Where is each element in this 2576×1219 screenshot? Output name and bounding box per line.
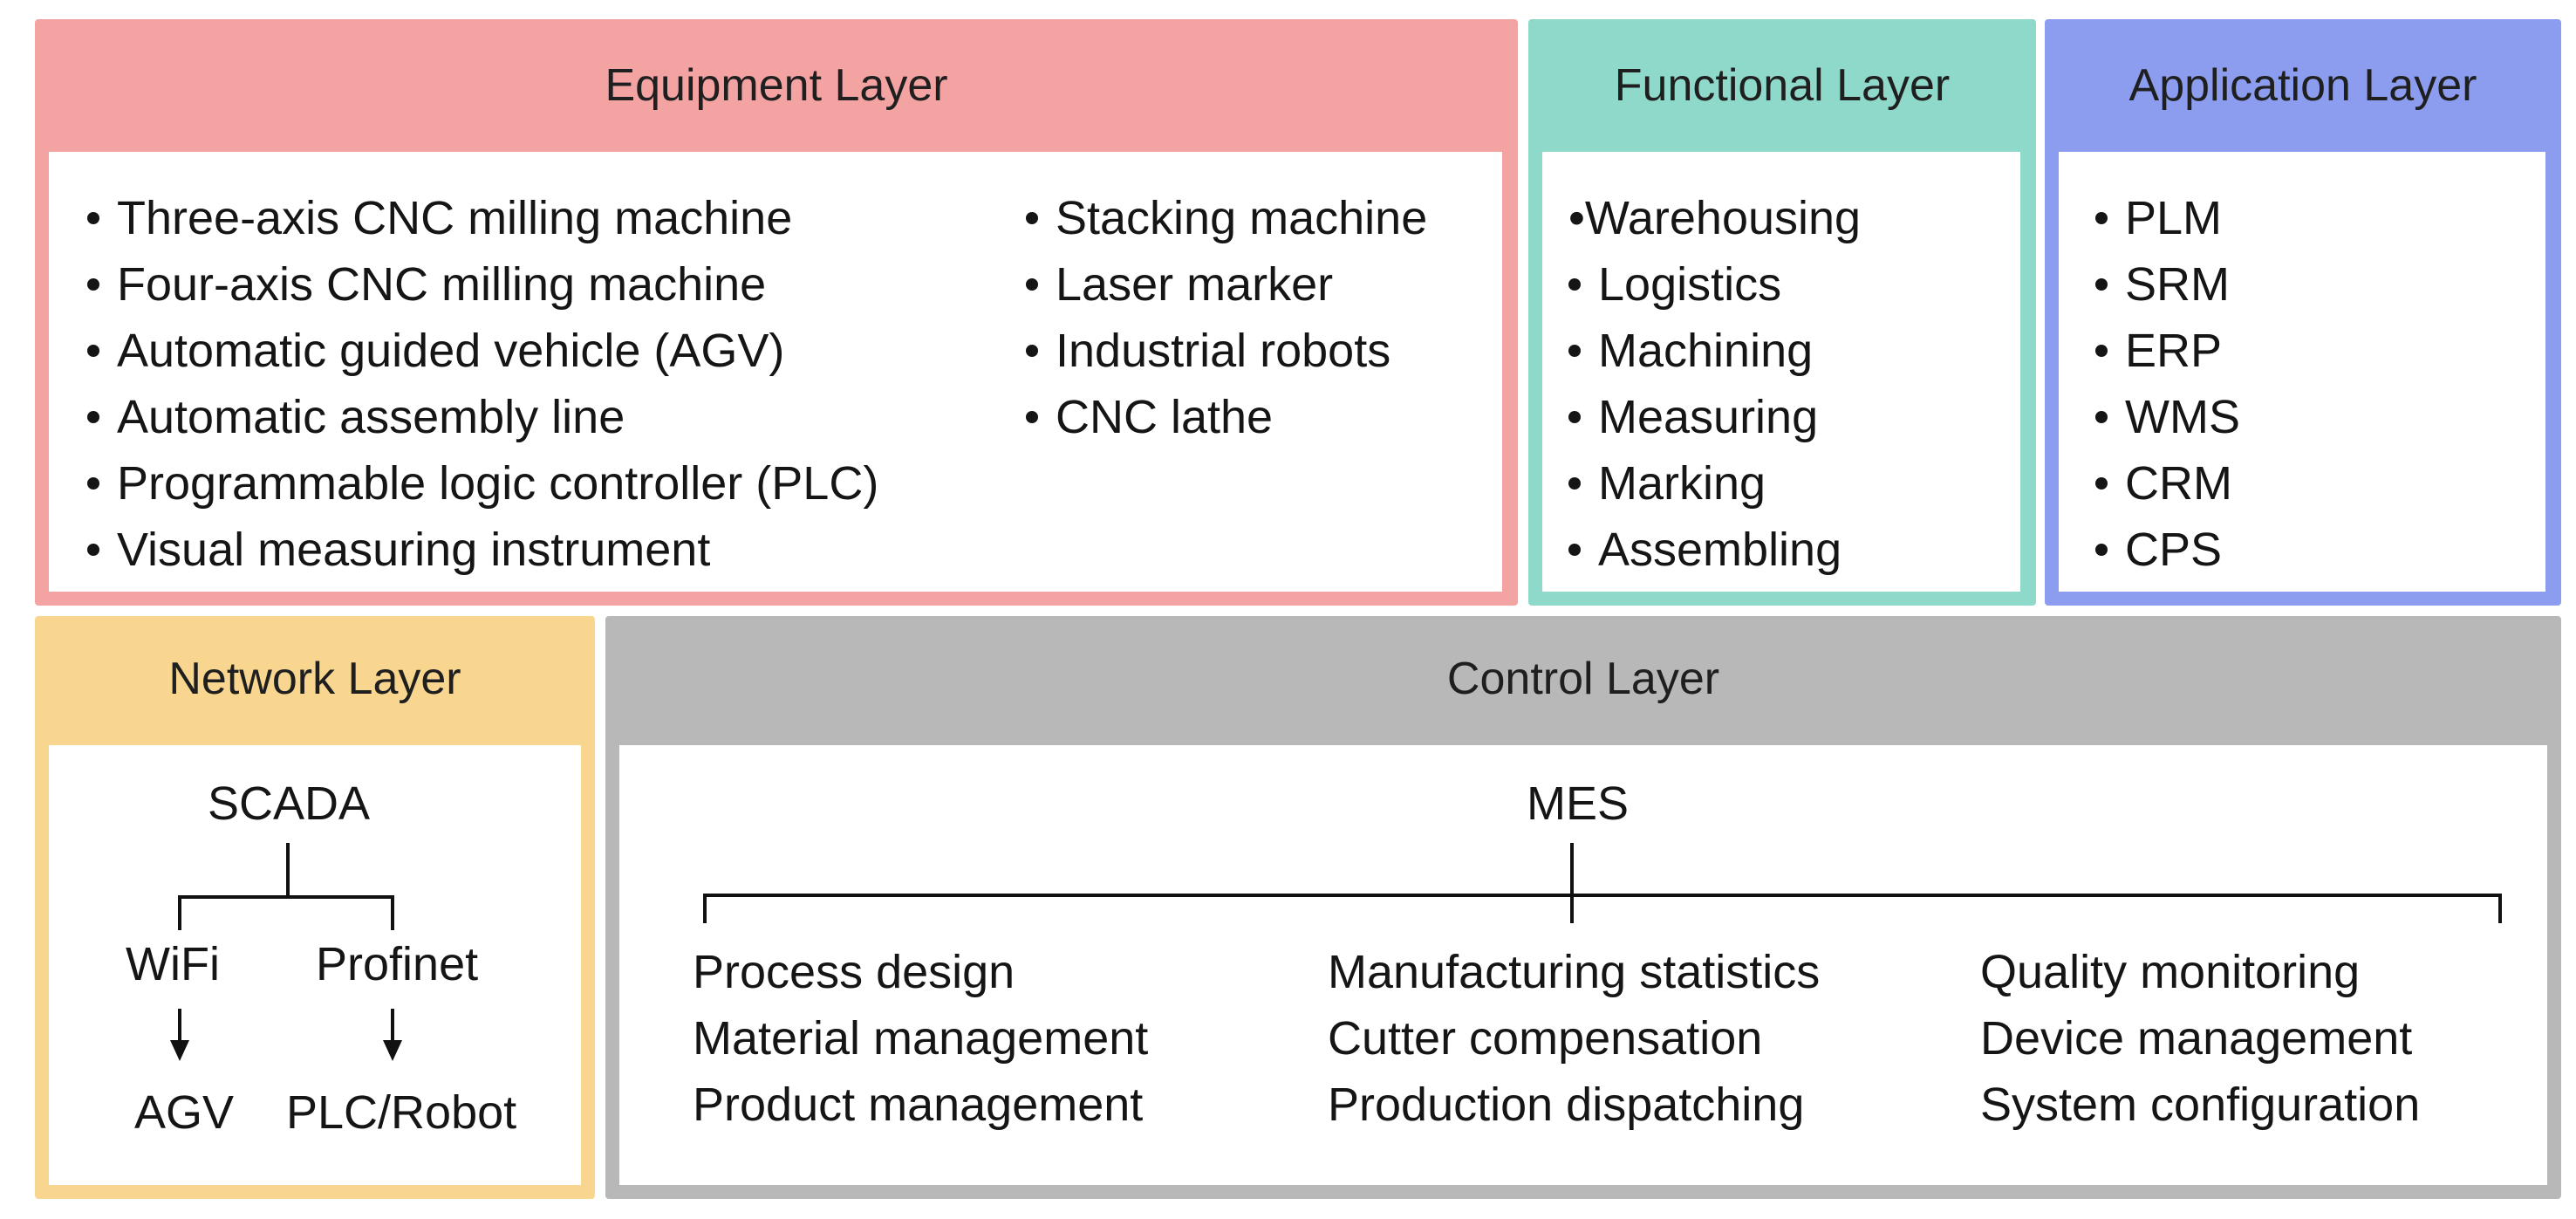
bullet-icon xyxy=(87,211,99,224)
equipment-list-col2: Stacking machine Laser marker Industrial… xyxy=(1026,185,1427,450)
profinet-arrow-icon xyxy=(383,1040,402,1061)
list-item: Automatic guided vehicle (AGV) xyxy=(87,318,878,384)
application-layer-panel: Application Layer PLM SRM ERP WMS CRM CP… xyxy=(2045,19,2561,606)
functional-list: •Warehousing Logistics Machining Measuri… xyxy=(1568,185,1861,583)
equipment-layer-body: Three-axis CNC milling machine Four-axis… xyxy=(49,152,1502,592)
wifi-arrow-icon xyxy=(170,1040,189,1061)
control-layer-panel: Control Layer MES Process design Materia… xyxy=(605,616,2561,1199)
bullet-icon xyxy=(2095,277,2108,291)
bullet-icon xyxy=(87,410,99,423)
list-item: Automatic assembly line xyxy=(87,384,878,450)
wifi-arrow-shaft xyxy=(178,1009,181,1044)
control-item: System configuration xyxy=(1980,1079,2421,1131)
control-item: Product management xyxy=(693,1079,1144,1131)
network-layer-panel: Network Layer SCADA WiFi Profinet AGV PL… xyxy=(35,616,595,1199)
control-layer-title: Control Layer xyxy=(1446,654,1720,704)
control-item: Process design xyxy=(693,946,1015,998)
control-item: Device management xyxy=(1980,1012,2413,1065)
application-list: PLM SRM ERP WMS CRM CPS xyxy=(2095,185,2240,583)
application-layer-title: Application Layer xyxy=(2128,60,2477,111)
control-column-3: Quality monitoring Device management Sys… xyxy=(1980,939,2420,1138)
list-item: Industrial robots xyxy=(1026,318,1427,384)
control-layer-body: MES Process design Material management P… xyxy=(619,745,2547,1185)
bullet-icon xyxy=(87,344,99,357)
bullet-icon xyxy=(1568,476,1581,490)
bullet-icon xyxy=(2095,543,2108,556)
network-layer-title: Network Layer xyxy=(168,654,461,704)
profinet-arrow-shaft xyxy=(391,1009,394,1044)
bullet-icon xyxy=(87,476,99,490)
bullet-icon xyxy=(87,277,99,291)
control-column-2: Manufacturing statistics Cutter compensa… xyxy=(1328,939,1820,1138)
equipment-layer-title: Equipment Layer xyxy=(605,60,948,111)
profinet-label: Profinet xyxy=(316,938,479,990)
bullet-icon xyxy=(1568,344,1581,357)
bullet-icon xyxy=(1026,410,1038,423)
network-layer-body: SCADA WiFi Profinet AGV PLC/Robot xyxy=(49,745,581,1185)
list-item: Marking xyxy=(1568,450,1861,517)
bullet-icon xyxy=(2095,476,2108,490)
equipment-layer-panel: Equipment Layer Three-axis CNC milling m… xyxy=(35,19,1518,606)
agv-label: AGV xyxy=(134,1086,235,1139)
list-item: •Warehousing xyxy=(1568,192,1862,244)
list-item: Three-axis CNC milling machine xyxy=(87,185,878,251)
bullet-icon xyxy=(2095,211,2108,224)
wifi-label: WiFi xyxy=(126,938,220,990)
mes-bar xyxy=(703,894,2502,897)
application-layer-body: PLM SRM ERP WMS CRM CPS xyxy=(2059,152,2545,592)
functional-layer-title: Functional Layer xyxy=(1614,60,1951,111)
control-column-1: Process design Material management Produ… xyxy=(693,939,1148,1138)
list-item: Four-axis CNC milling machine xyxy=(87,251,878,318)
bullet-icon xyxy=(2095,344,2108,357)
list-item: Programmable logic controller (PLC) xyxy=(87,450,878,517)
bullet-icon xyxy=(87,543,99,556)
bullet-icon xyxy=(1568,543,1581,556)
bullet-icon xyxy=(2095,410,2108,423)
mes-stem xyxy=(1570,843,1574,923)
list-item: Stacking machine xyxy=(1026,185,1427,251)
tree-left-drop xyxy=(178,895,181,930)
mes-label: MES xyxy=(1527,777,1630,830)
mes-right-tick xyxy=(2498,894,2502,923)
control-item: Manufacturing statistics xyxy=(1328,946,1821,998)
list-item: Laser marker xyxy=(1026,251,1427,318)
list-item: Measuring xyxy=(1568,384,1861,450)
list-item: WMS xyxy=(2095,384,2240,450)
bullet-icon xyxy=(1568,277,1581,291)
mes-left-tick xyxy=(703,894,707,923)
list-item: Visual measuring instrument xyxy=(87,517,878,583)
control-item: Cutter compensation xyxy=(1328,1012,1763,1065)
list-item: Logistics xyxy=(1568,251,1861,318)
list-item: PLM xyxy=(2095,185,2240,251)
tree-stem xyxy=(286,843,290,897)
list-item: CPS xyxy=(2095,517,2240,583)
functional-layer-body: •Warehousing Logistics Machining Measuri… xyxy=(1542,152,2020,592)
control-item: Production dispatching xyxy=(1328,1079,1805,1131)
bullet-icon xyxy=(1026,344,1038,357)
list-item: CNC lathe xyxy=(1026,384,1427,450)
scada-label: SCADA xyxy=(208,777,371,830)
list-item: Assembling xyxy=(1568,517,1861,583)
list-item: SRM xyxy=(2095,251,2240,318)
bullet-icon xyxy=(1026,211,1038,224)
tree-right-drop xyxy=(391,895,394,930)
bullet-icon xyxy=(1026,277,1038,291)
plc-robot-label: PLC/Robot xyxy=(286,1086,517,1139)
list-item: ERP xyxy=(2095,318,2240,384)
control-item: Material management xyxy=(693,1012,1149,1065)
equipment-list-col1: Three-axis CNC milling machine Four-axis… xyxy=(87,185,878,583)
list-item: CRM xyxy=(2095,450,2240,517)
tree-bar xyxy=(178,895,394,899)
control-item: Quality monitoring xyxy=(1980,946,2361,998)
functional-layer-panel: Functional Layer •Warehousing Logistics … xyxy=(1528,19,2036,606)
bullet-icon xyxy=(1568,410,1581,423)
list-item: Machining xyxy=(1568,318,1861,384)
